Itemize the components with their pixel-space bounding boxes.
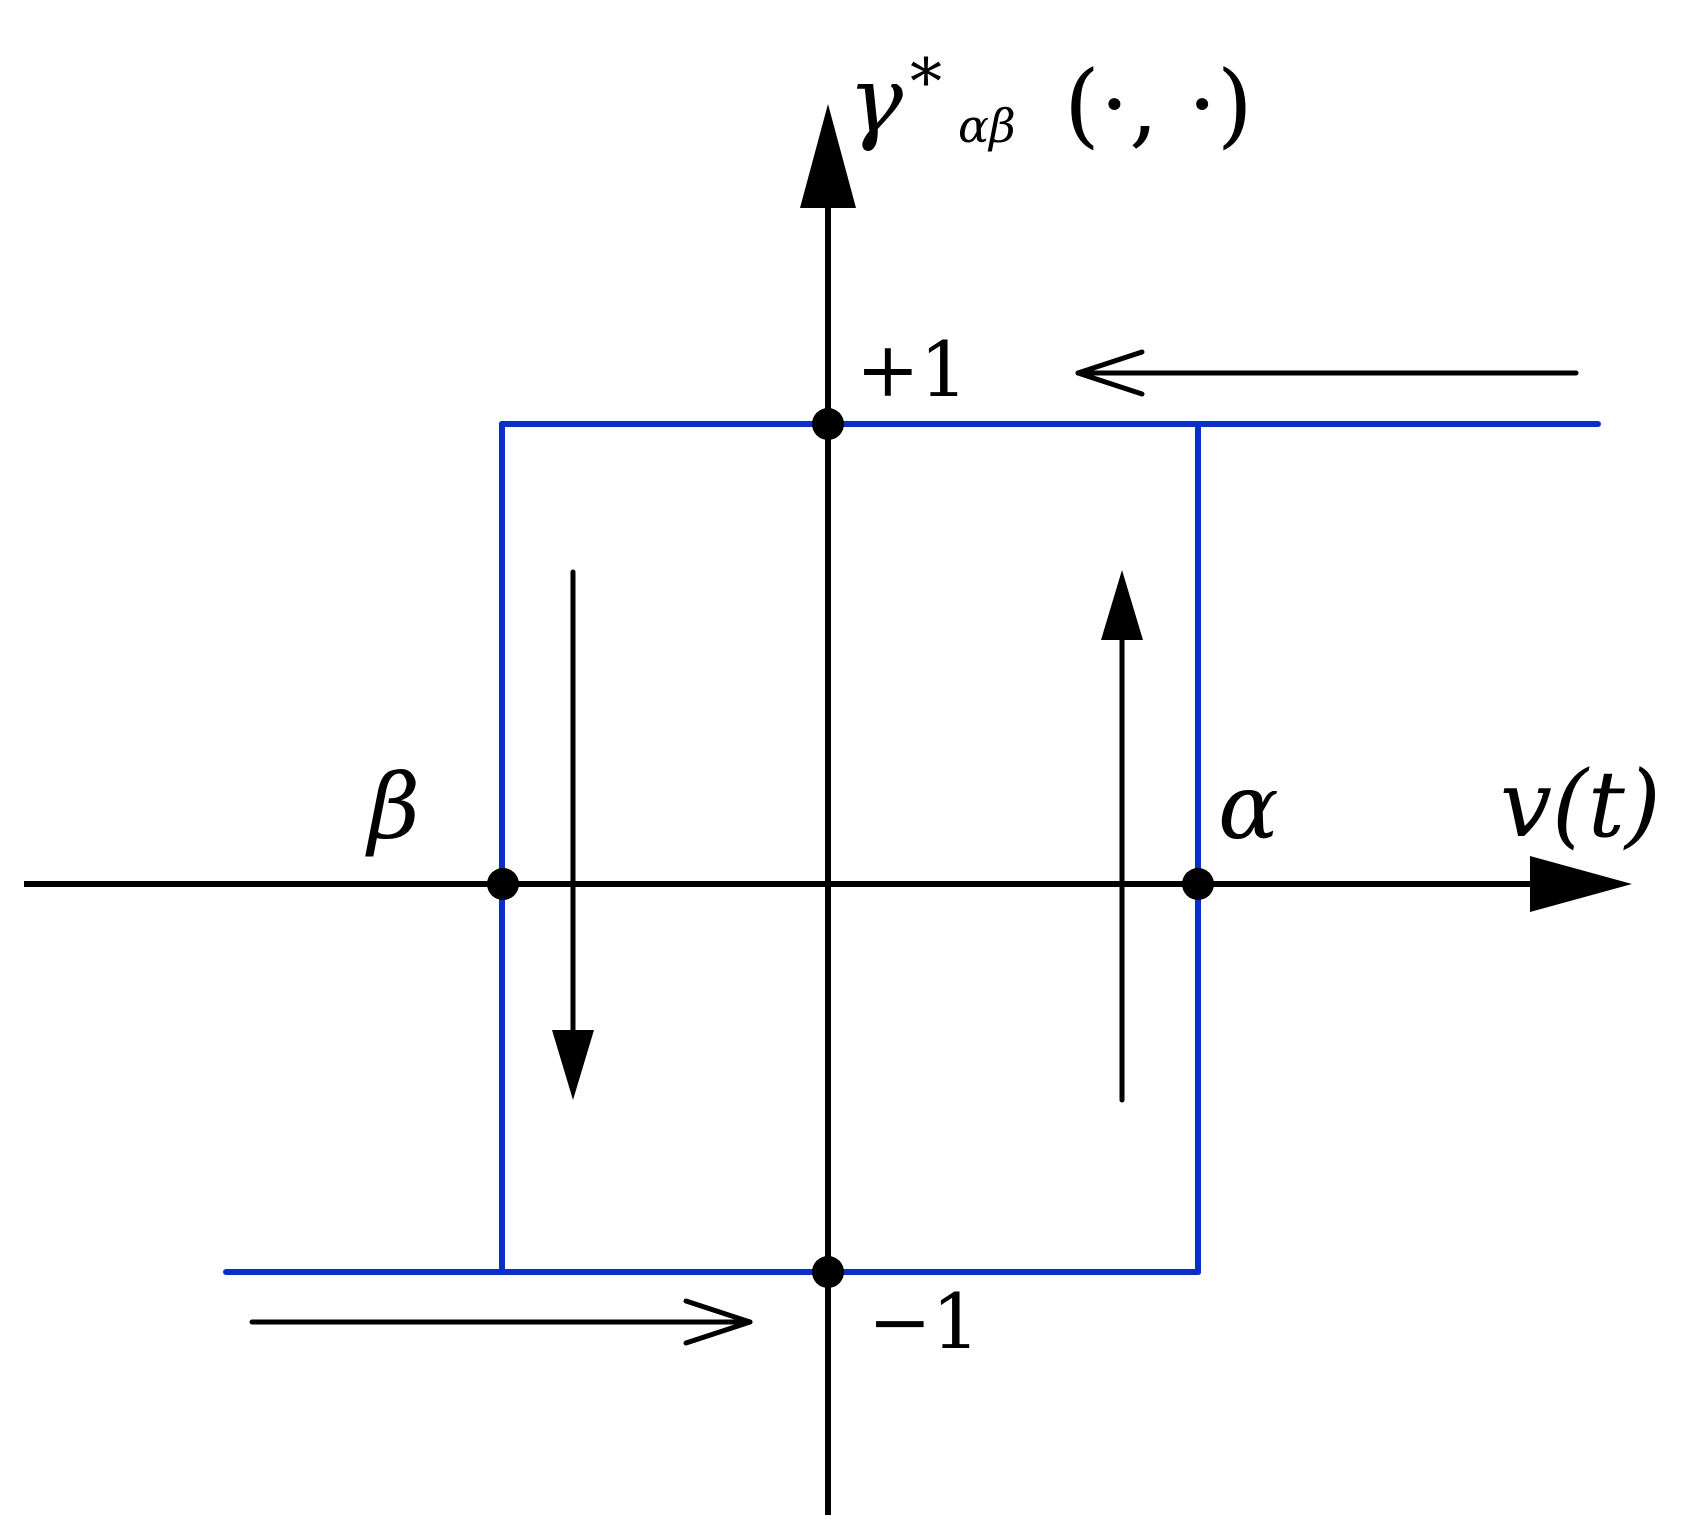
- point-alpha: [1182, 868, 1214, 900]
- top-left-arrow: [1075, 349, 1579, 397]
- bottom-right-arrowhead: [683, 1298, 753, 1346]
- down-arrow: [552, 569, 594, 1100]
- point-plus-one: [812, 408, 844, 440]
- y-axis-label-subscript: αβ: [958, 99, 1016, 153]
- y-axis-arrowhead: [800, 104, 856, 208]
- up-arrow: [1101, 570, 1143, 1103]
- axes: [24, 104, 1632, 1515]
- labels: γ * αβ (·, ·) v(t) β α +1 −1: [365, 46, 1661, 1366]
- y-axis-label-args: (·, ·): [1064, 51, 1253, 158]
- plus-one-label: +1: [856, 325, 968, 414]
- x-axis-label: v(t): [1500, 751, 1661, 858]
- point-minus-one: [812, 1256, 844, 1288]
- x-axis-arrowhead: [1530, 856, 1632, 912]
- minus-one-label: −1: [868, 1277, 980, 1366]
- down-arrowhead: [552, 1030, 594, 1100]
- up-arrowhead: [1101, 570, 1143, 640]
- beta-label: β: [365, 755, 420, 860]
- y-axis-label-star: *: [910, 46, 942, 120]
- top-left-arrowhead: [1075, 349, 1145, 397]
- direction-arrows: [249, 349, 1579, 1346]
- hysteresis-loop: [223, 421, 1601, 1275]
- bottom-right-arrow: [249, 1298, 753, 1346]
- key-points: [487, 408, 1214, 1288]
- y-axis-label-gamma: γ: [848, 47, 904, 154]
- point-beta: [487, 868, 519, 900]
- alpha-label: α: [1218, 755, 1279, 860]
